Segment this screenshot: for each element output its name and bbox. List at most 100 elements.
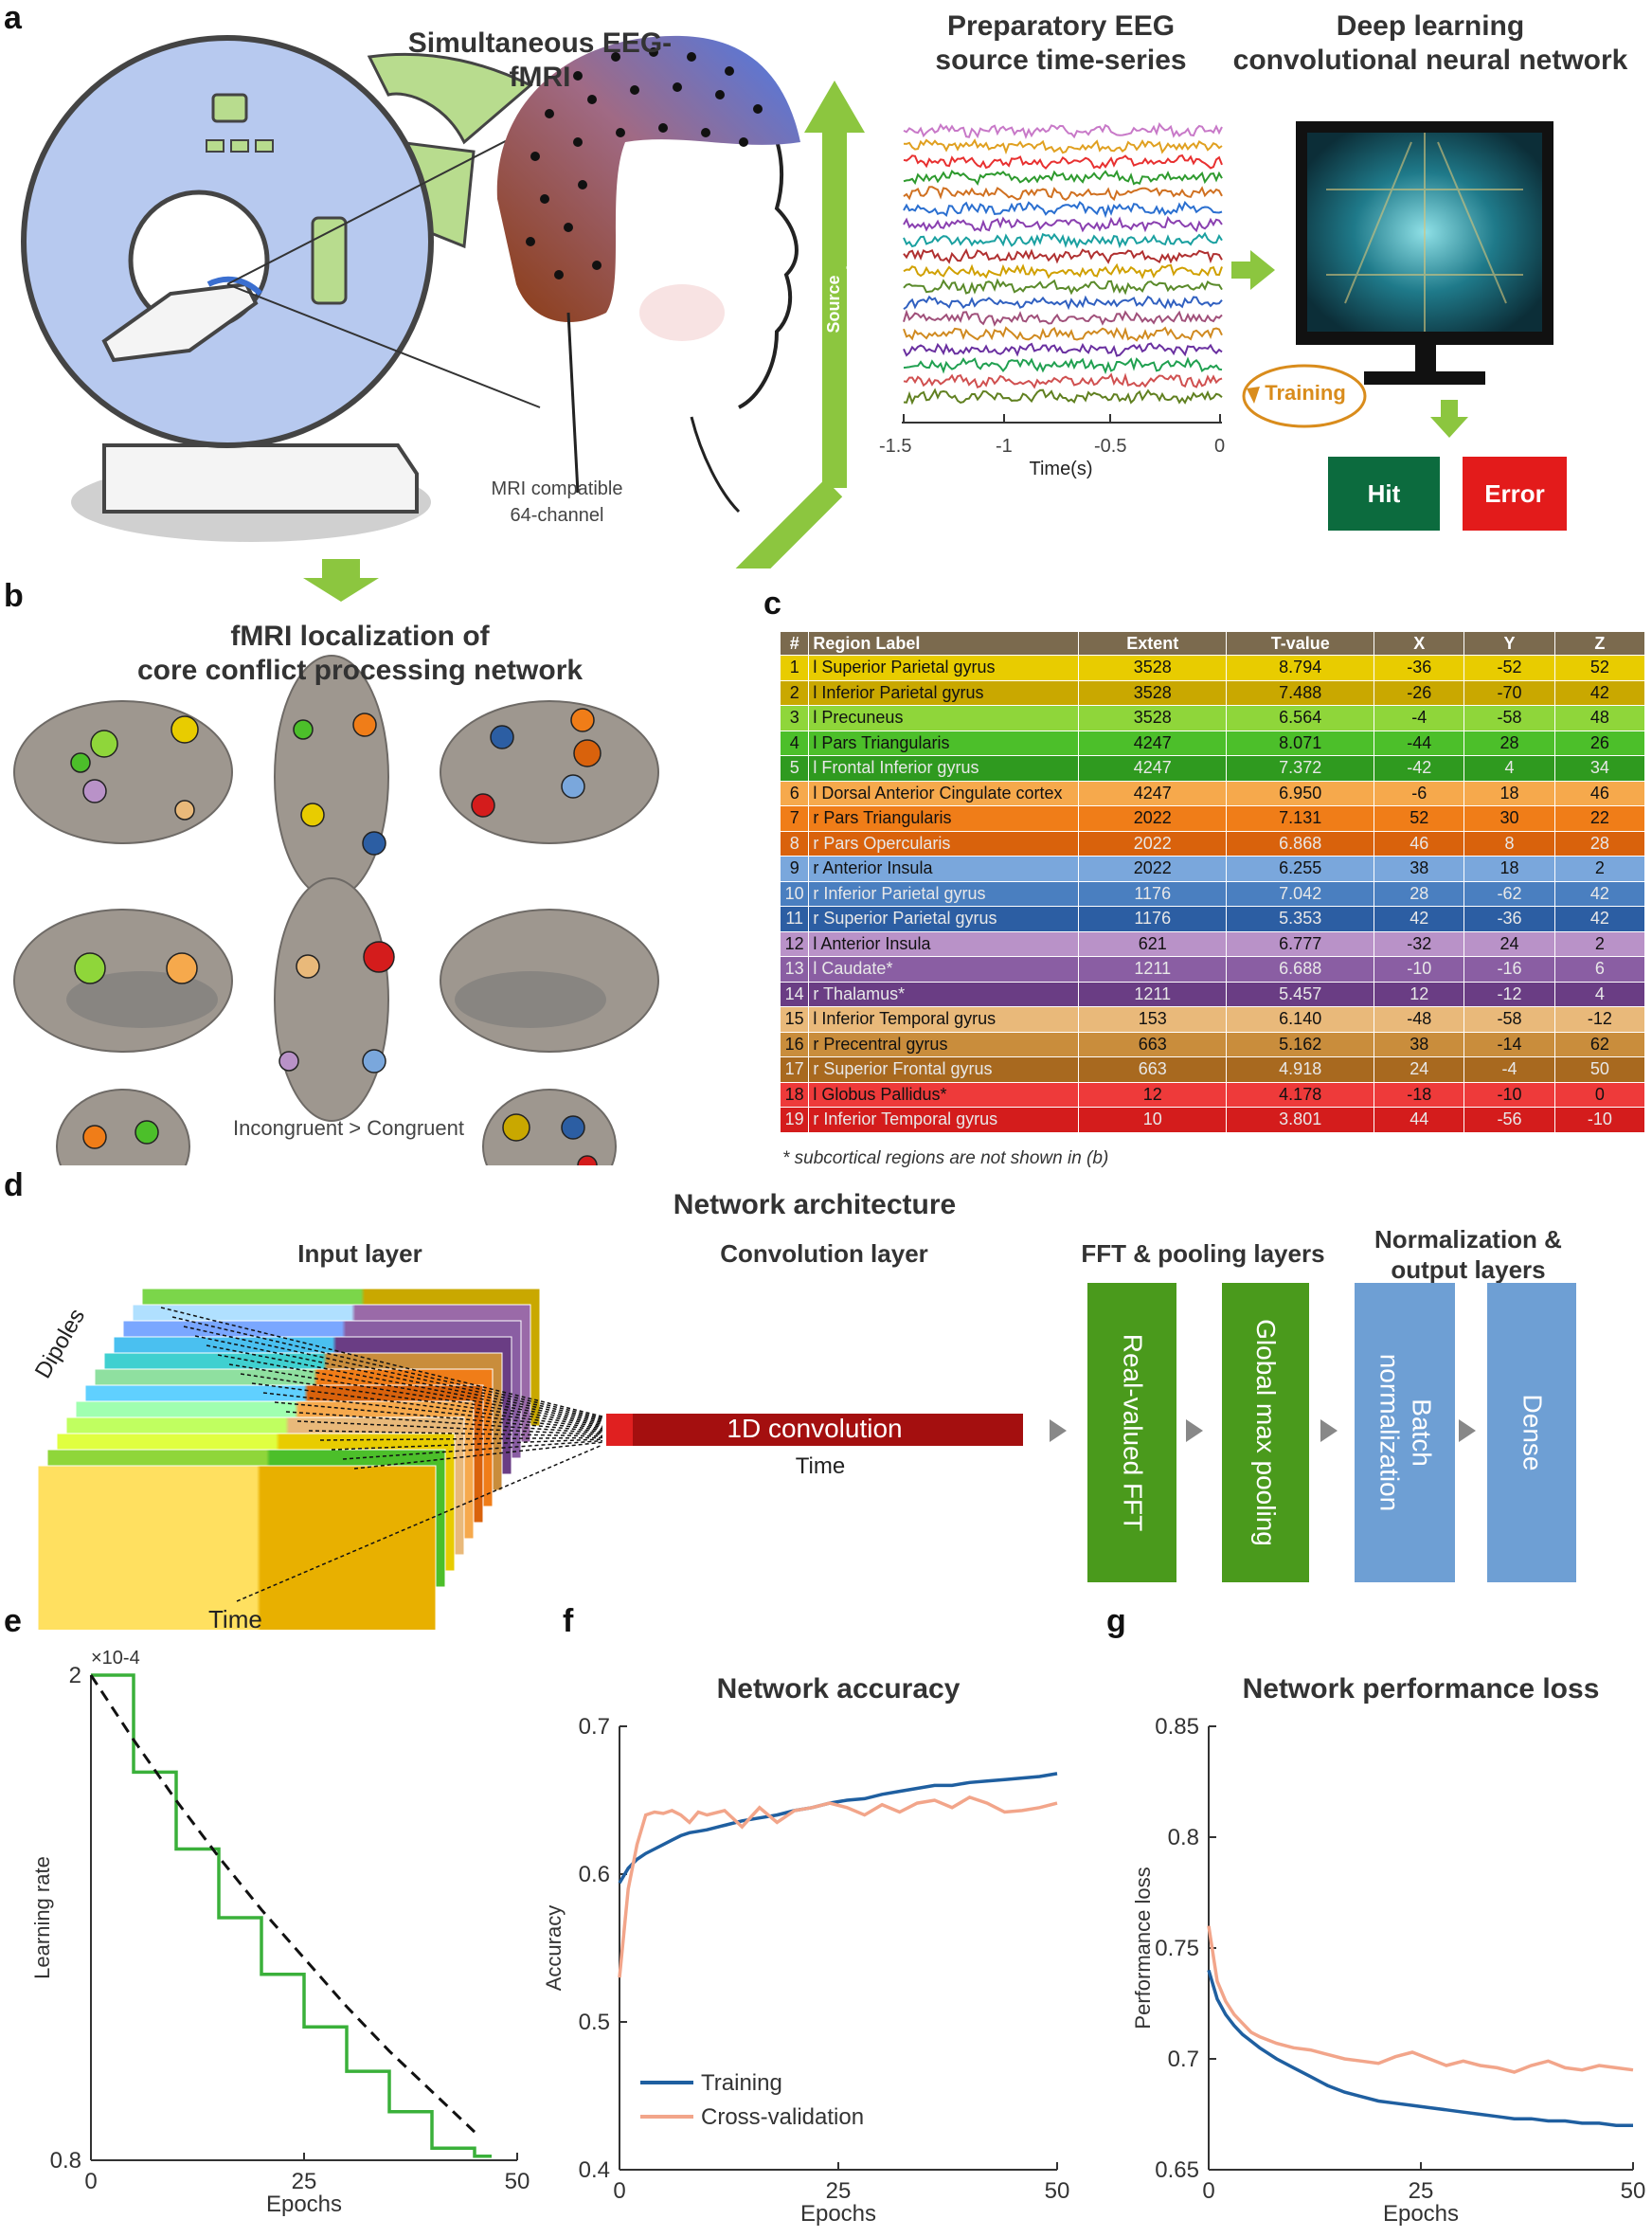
connection-line bbox=[217, 1354, 603, 1425]
x-tick-label: 50 bbox=[1621, 2178, 1646, 2204]
table-cell-x: 46 bbox=[1374, 830, 1465, 857]
table-cell-extent: 1211 bbox=[1078, 981, 1228, 1007]
connection-line bbox=[353, 1441, 603, 1470]
table-cell-t: 8.071 bbox=[1226, 730, 1375, 756]
table-cell-z: 22 bbox=[1553, 805, 1646, 832]
x-tick-label: 0 bbox=[613, 2178, 625, 2204]
eeg-cap-label: MRI compatible 64-channel bbox=[491, 478, 623, 526]
table-cell-label: l Caudate* bbox=[808, 956, 1080, 983]
table-cell-label: r Inferior Temporal gyrus bbox=[808, 1107, 1080, 1133]
table-cell-n: 4 bbox=[779, 730, 810, 756]
conv-1d-block bbox=[606, 1414, 1023, 1446]
y-tick-label: 0.7 bbox=[579, 1714, 610, 1740]
connection-line bbox=[274, 1401, 603, 1433]
electrode-dot bbox=[545, 109, 554, 118]
table-cell-x: -4 bbox=[1374, 705, 1465, 731]
panel-b-brains bbox=[13, 559, 659, 1165]
normalization-output-title: Normalization & output layers bbox=[1374, 1225, 1562, 1284]
table-cell-x: 52 bbox=[1374, 805, 1465, 832]
panel-letter-d: d bbox=[4, 1167, 24, 1203]
cnn-title: Deep learning convolutional neural netwo… bbox=[1232, 10, 1628, 76]
source-reconstruction-label: Source reconstruction bbox=[824, 244, 863, 365]
table-header-row: # Region Label Extent T-value X Y Z bbox=[779, 631, 1646, 656]
axis-multiplier: ×10-4 bbox=[91, 1648, 140, 1669]
table-cell-t: 3.801 bbox=[1226, 1107, 1375, 1133]
brain-region-blobs bbox=[70, 708, 602, 1165]
connection-line bbox=[240, 1373, 603, 1428]
table-cell-label: l Pars Triangularis bbox=[808, 730, 1080, 756]
col-header: Z bbox=[1553, 631, 1646, 656]
input-layer-stack bbox=[37, 1288, 1023, 1630]
electrode-dot bbox=[573, 137, 583, 147]
table-cell-x: -26 bbox=[1374, 679, 1465, 706]
series-line-0 bbox=[1207, 1969, 1633, 2127]
table-cell-x: -18 bbox=[1374, 1081, 1465, 1108]
table-cell-t: 7.131 bbox=[1226, 805, 1375, 832]
eeg-trace bbox=[903, 122, 1223, 139]
x-axis-label: Epochs bbox=[800, 2201, 876, 2227]
y-tick-label: 0.75 bbox=[1155, 1936, 1199, 1961]
time-tick: -0.5 bbox=[1094, 436, 1127, 457]
dipole-layer bbox=[37, 1465, 437, 1630]
table-cell-z: 26 bbox=[1553, 730, 1646, 756]
col-header: T-value bbox=[1226, 631, 1375, 656]
electrode-dot bbox=[701, 128, 710, 137]
table-cell-z: 52 bbox=[1553, 655, 1646, 681]
y-tick-label: 2 bbox=[69, 1663, 81, 1688]
eeg-trace bbox=[903, 231, 1223, 249]
table-cell-extent: 663 bbox=[1078, 1031, 1228, 1057]
table-cell-extent: 663 bbox=[1078, 1056, 1228, 1083]
table-cell-y: 28 bbox=[1463, 730, 1555, 756]
col-header: Y bbox=[1463, 631, 1555, 656]
convolution-layer-title: Convolution layer bbox=[720, 1239, 928, 1268]
table-cell-extent: 1211 bbox=[1078, 956, 1228, 983]
table-cell-label: l Anterior Insula bbox=[808, 930, 1080, 957]
electrode-dot bbox=[587, 95, 597, 104]
table-cell-n: 1 bbox=[779, 655, 810, 681]
table-cell-n: 2 bbox=[779, 679, 810, 706]
eeg-trace bbox=[903, 372, 1223, 389]
table-cell-extent: 10 bbox=[1078, 1107, 1228, 1133]
electrode-dot bbox=[592, 261, 602, 270]
series-line-1 bbox=[618, 1795, 1058, 1978]
error-box: Error bbox=[1463, 457, 1567, 531]
training-label: Training bbox=[1265, 381, 1346, 405]
timeseries-title: Preparatory EEG source time-series bbox=[935, 10, 1187, 76]
table-cell-z: 50 bbox=[1553, 1056, 1646, 1083]
x-axis-label: Epochs bbox=[1383, 2201, 1459, 2227]
electrode-dot bbox=[715, 90, 725, 99]
panel-letter-e: e bbox=[4, 1603, 22, 1639]
legend-label: Training bbox=[701, 2070, 782, 2096]
table-cell-x: -32 bbox=[1374, 930, 1465, 957]
table-cell-label: r Anterior Insula bbox=[808, 856, 1080, 882]
electrode-dot bbox=[658, 123, 668, 133]
x-tick-label: 25 bbox=[826, 2178, 852, 2204]
eeg-trace bbox=[903, 186, 1223, 202]
dense-block: Dense bbox=[1487, 1283, 1576, 1582]
eeg-trace bbox=[903, 309, 1223, 327]
table-cell-extent: 3528 bbox=[1078, 705, 1228, 731]
arrow-right-icon bbox=[1320, 1419, 1338, 1442]
connection-line bbox=[319, 1436, 603, 1441]
electrode-dot bbox=[687, 52, 696, 62]
table-cell-y: 30 bbox=[1463, 805, 1555, 832]
y-tick-label: 0.8 bbox=[1168, 1825, 1199, 1850]
table-cell-n: 17 bbox=[779, 1056, 810, 1083]
table-cell-n: 6 bbox=[779, 780, 810, 806]
time-tick: -1 bbox=[996, 436, 1013, 457]
series-line-1 bbox=[89, 1674, 476, 2134]
table-cell-extent: 1176 bbox=[1078, 880, 1228, 907]
electrode-dot bbox=[673, 82, 682, 92]
scanner-base bbox=[102, 443, 419, 514]
y-tick-label: 0.7 bbox=[1168, 2047, 1199, 2072]
y-axis-label: Performance loss bbox=[1131, 1867, 1155, 2029]
table-cell-label: l Frontal Inferior gyrus bbox=[808, 755, 1080, 782]
